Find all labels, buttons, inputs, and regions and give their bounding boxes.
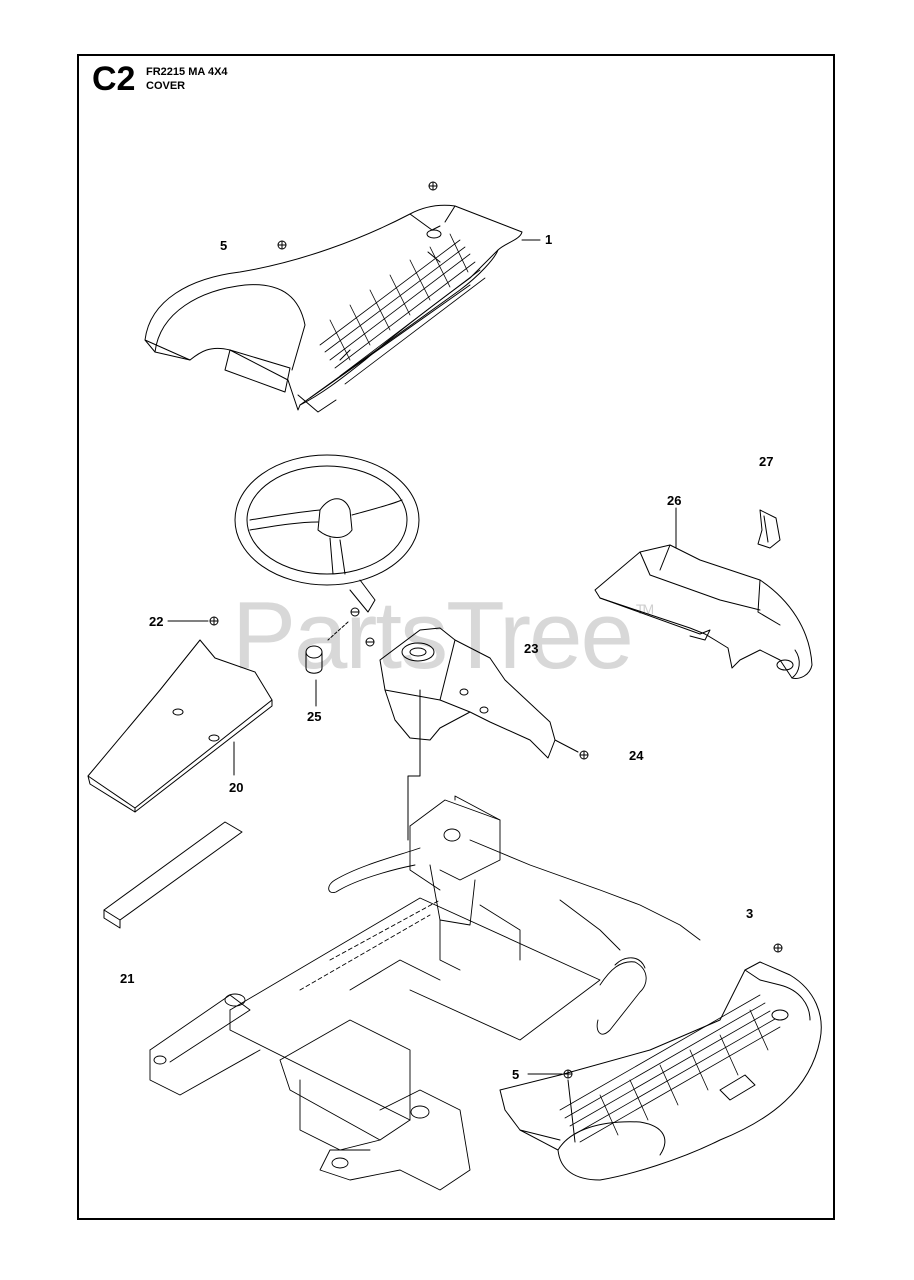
part-25-cap: [305, 645, 323, 707]
screw-top-1: [428, 181, 438, 191]
part-27-clip: [757, 509, 781, 549]
callout-3: 3: [746, 906, 754, 921]
chassis-frame: [149, 795, 701, 1191]
part-3-lower-cover: [499, 961, 822, 1181]
callout-1: 1: [545, 232, 553, 247]
part-20-side-panel: [87, 639, 273, 813]
screw-column-b: [365, 637, 375, 647]
diagram-title: COVER: [146, 80, 186, 92]
diagram-frame: [77, 54, 835, 1220]
part-21-strip: [103, 821, 243, 929]
screw-part-3: [773, 943, 783, 953]
screw-column-a: [327, 607, 360, 641]
part-26-hood: [594, 544, 813, 679]
callout-20: 20: [229, 780, 244, 795]
callout-22: 22: [149, 614, 164, 629]
part-22-screw: [167, 616, 219, 626]
section-code: C2: [92, 60, 136, 98]
screw-lower-5: [527, 1069, 576, 1143]
callout-27: 27: [759, 454, 774, 469]
part-24-screw: [554, 739, 589, 760]
part-23-column-cover: [379, 627, 556, 841]
steering-wheel: [234, 454, 420, 613]
callout-24: 24: [629, 748, 644, 763]
screw-top-5: [277, 240, 287, 250]
callout-25: 25: [307, 709, 322, 724]
model-label: FR2215 MA 4X4: [146, 66, 228, 78]
callout-5-top: 5: [220, 238, 228, 253]
callout-5-lower: 5: [512, 1067, 520, 1082]
part-1-upper-cover: [144, 204, 523, 413]
callout-21: 21: [120, 971, 135, 986]
callout-23: 23: [524, 641, 539, 656]
callout-26: 26: [667, 493, 682, 508]
watermark-text: PartsTree: [232, 582, 634, 689]
